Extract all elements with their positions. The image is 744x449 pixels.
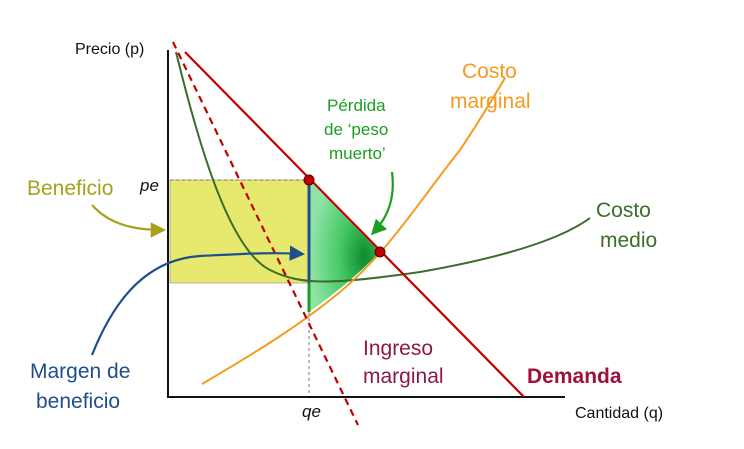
costo-marginal-label-line1: Costo (462, 60, 517, 83)
x-axis-label: Cantidad (q) (575, 405, 663, 422)
competitive-equilibrium-point (374, 246, 386, 258)
perdida-label-line3: muerto’ (329, 144, 386, 163)
margen-label-line1: Margen de (30, 360, 130, 383)
y-axis-label: Precio (p) (75, 41, 144, 58)
beneficio-label: Beneficio (27, 177, 113, 200)
ingreso-marginal-label-line2: marginal (363, 365, 444, 388)
marginal-revenue-line (172, 41, 359, 426)
perdida-label-line2: de ‘peso (324, 120, 388, 139)
ingreso-marginal-label-line1: Ingreso (363, 337, 433, 360)
demand-line (184, 51, 525, 398)
profit-area (169, 179, 310, 284)
perdida-arrow (370, 171, 394, 236)
beneficio-arrow (91, 204, 167, 238)
marginal-cost-curve (201, 77, 506, 385)
demanda-label: Demanda (527, 365, 622, 388)
pe-tick-label: pe (139, 176, 159, 195)
average-cost-curve (175, 51, 591, 283)
margen-arrow (90, 245, 306, 356)
costo-medio-label-line2: medio (600, 229, 657, 252)
margen-label-line2: beneficio (36, 390, 120, 413)
qe-tick-label: qe (302, 402, 321, 421)
monopoly-price-point (303, 174, 315, 186)
perdida-label-line1: Pérdida (327, 96, 386, 115)
costo-marginal-label-line2: marginal (450, 90, 531, 113)
deadweight-loss-area (309, 180, 380, 312)
costo-medio-label-line1: Costo (596, 199, 651, 222)
